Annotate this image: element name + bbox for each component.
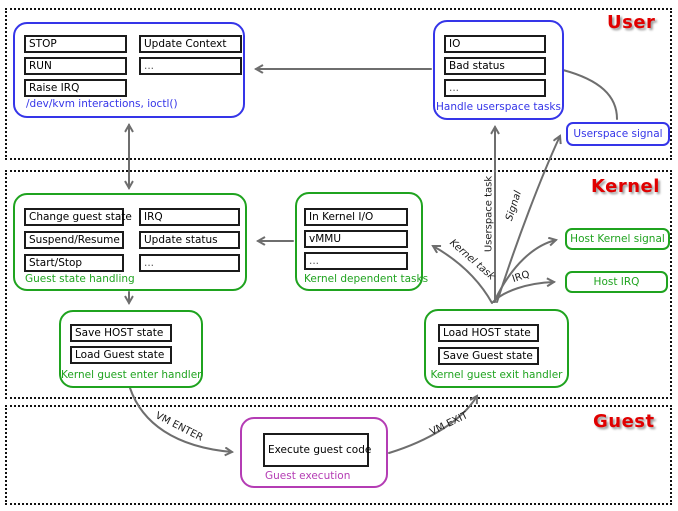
devkvm-item-ellipsis: ... (139, 57, 242, 75)
gs-item-ellipsis: ... (139, 254, 240, 272)
kd-item-inkernel-io: In Kernel I/O (304, 208, 408, 226)
kd-item-ellipsis: ... (304, 252, 408, 270)
guest-region (5, 405, 672, 505)
kernel-dep-caption: Kernel dependent tasks (304, 273, 429, 285)
kd-item-vmmu: vMMU (304, 230, 408, 248)
host-irq-box: Host IRQ (565, 271, 668, 293)
gs-item-change: Change guest state (24, 208, 132, 226)
host-kernel-signal-label: Host Kernel signal (570, 233, 665, 245)
host-irq-label: Host IRQ (593, 276, 640, 288)
edge-label-userspace-task: Userspace task (483, 175, 495, 253)
user-region-label: User (607, 12, 656, 33)
exit-item-save-guest: Save Guest state (438, 347, 539, 365)
gs-item-startstop: Start/Stop (24, 254, 124, 272)
host-kernel-signal-box: Host Kernel signal (565, 228, 670, 250)
exec-item-execute-guest-code: Execute guest code (263, 433, 371, 467)
gs-item-suspend: Suspend/Resume (24, 231, 124, 249)
kernel-region-label: Kernel (591, 176, 660, 197)
devkvm-item-raise-irq: Raise IRQ (24, 79, 127, 97)
devkvm-item-update-context: Update Context (139, 35, 242, 53)
guest-region-label: Guest (593, 411, 655, 432)
guest-state-caption: Guest state handling (25, 273, 135, 285)
devkvm-caption: /dev/kvm interactions, ioctl() (26, 98, 178, 110)
enter-handler-group: Save HOST state Load Guest state Kernel … (59, 310, 203, 388)
enter-handler-caption: Kernel guest enter handler (61, 369, 202, 381)
handle-caption: Handle userspace tasks (436, 101, 561, 113)
enter-item-load-guest: Load Guest state (70, 346, 172, 364)
guest-state-group: Change guest state Suspend/Resume Start/… (13, 193, 247, 291)
kernel-region (5, 170, 672, 399)
handle-item-io: IO (444, 35, 546, 53)
userspace-signal-label: Userspace signal (573, 128, 663, 140)
gs-item-update-status: Update status (139, 231, 240, 249)
enter-item-save-host: Save HOST state (70, 324, 172, 342)
exit-handler-caption: Kernel guest exit handler (430, 369, 563, 381)
guest-exec-group: Execute guest code Guest execution (240, 417, 388, 488)
user-region (5, 8, 672, 160)
exit-handler-group: Load HOST state Save Guest state Kernel … (424, 309, 569, 388)
userspace-signal-box: Userspace signal (566, 122, 670, 146)
handle-userspace-group: IO Bad status ... Handle userspace tasks (433, 20, 564, 120)
handle-item-ellipsis: ... (444, 79, 546, 97)
guest-exec-caption: Guest execution (265, 470, 351, 482)
dev-kvm-group: STOP RUN Raise IRQ Update Context ... /d… (13, 22, 245, 118)
exit-item-load-host: Load HOST state (438, 324, 539, 342)
kernel-dep-group: In Kernel I/O vMMU ... Kernel dependent … (295, 192, 428, 291)
devkvm-item-run: RUN (24, 57, 127, 75)
devkvm-item-stop: STOP (24, 35, 127, 53)
gs-item-irq: IRQ (139, 208, 240, 226)
handle-item-bad-status: Bad status (444, 57, 546, 75)
